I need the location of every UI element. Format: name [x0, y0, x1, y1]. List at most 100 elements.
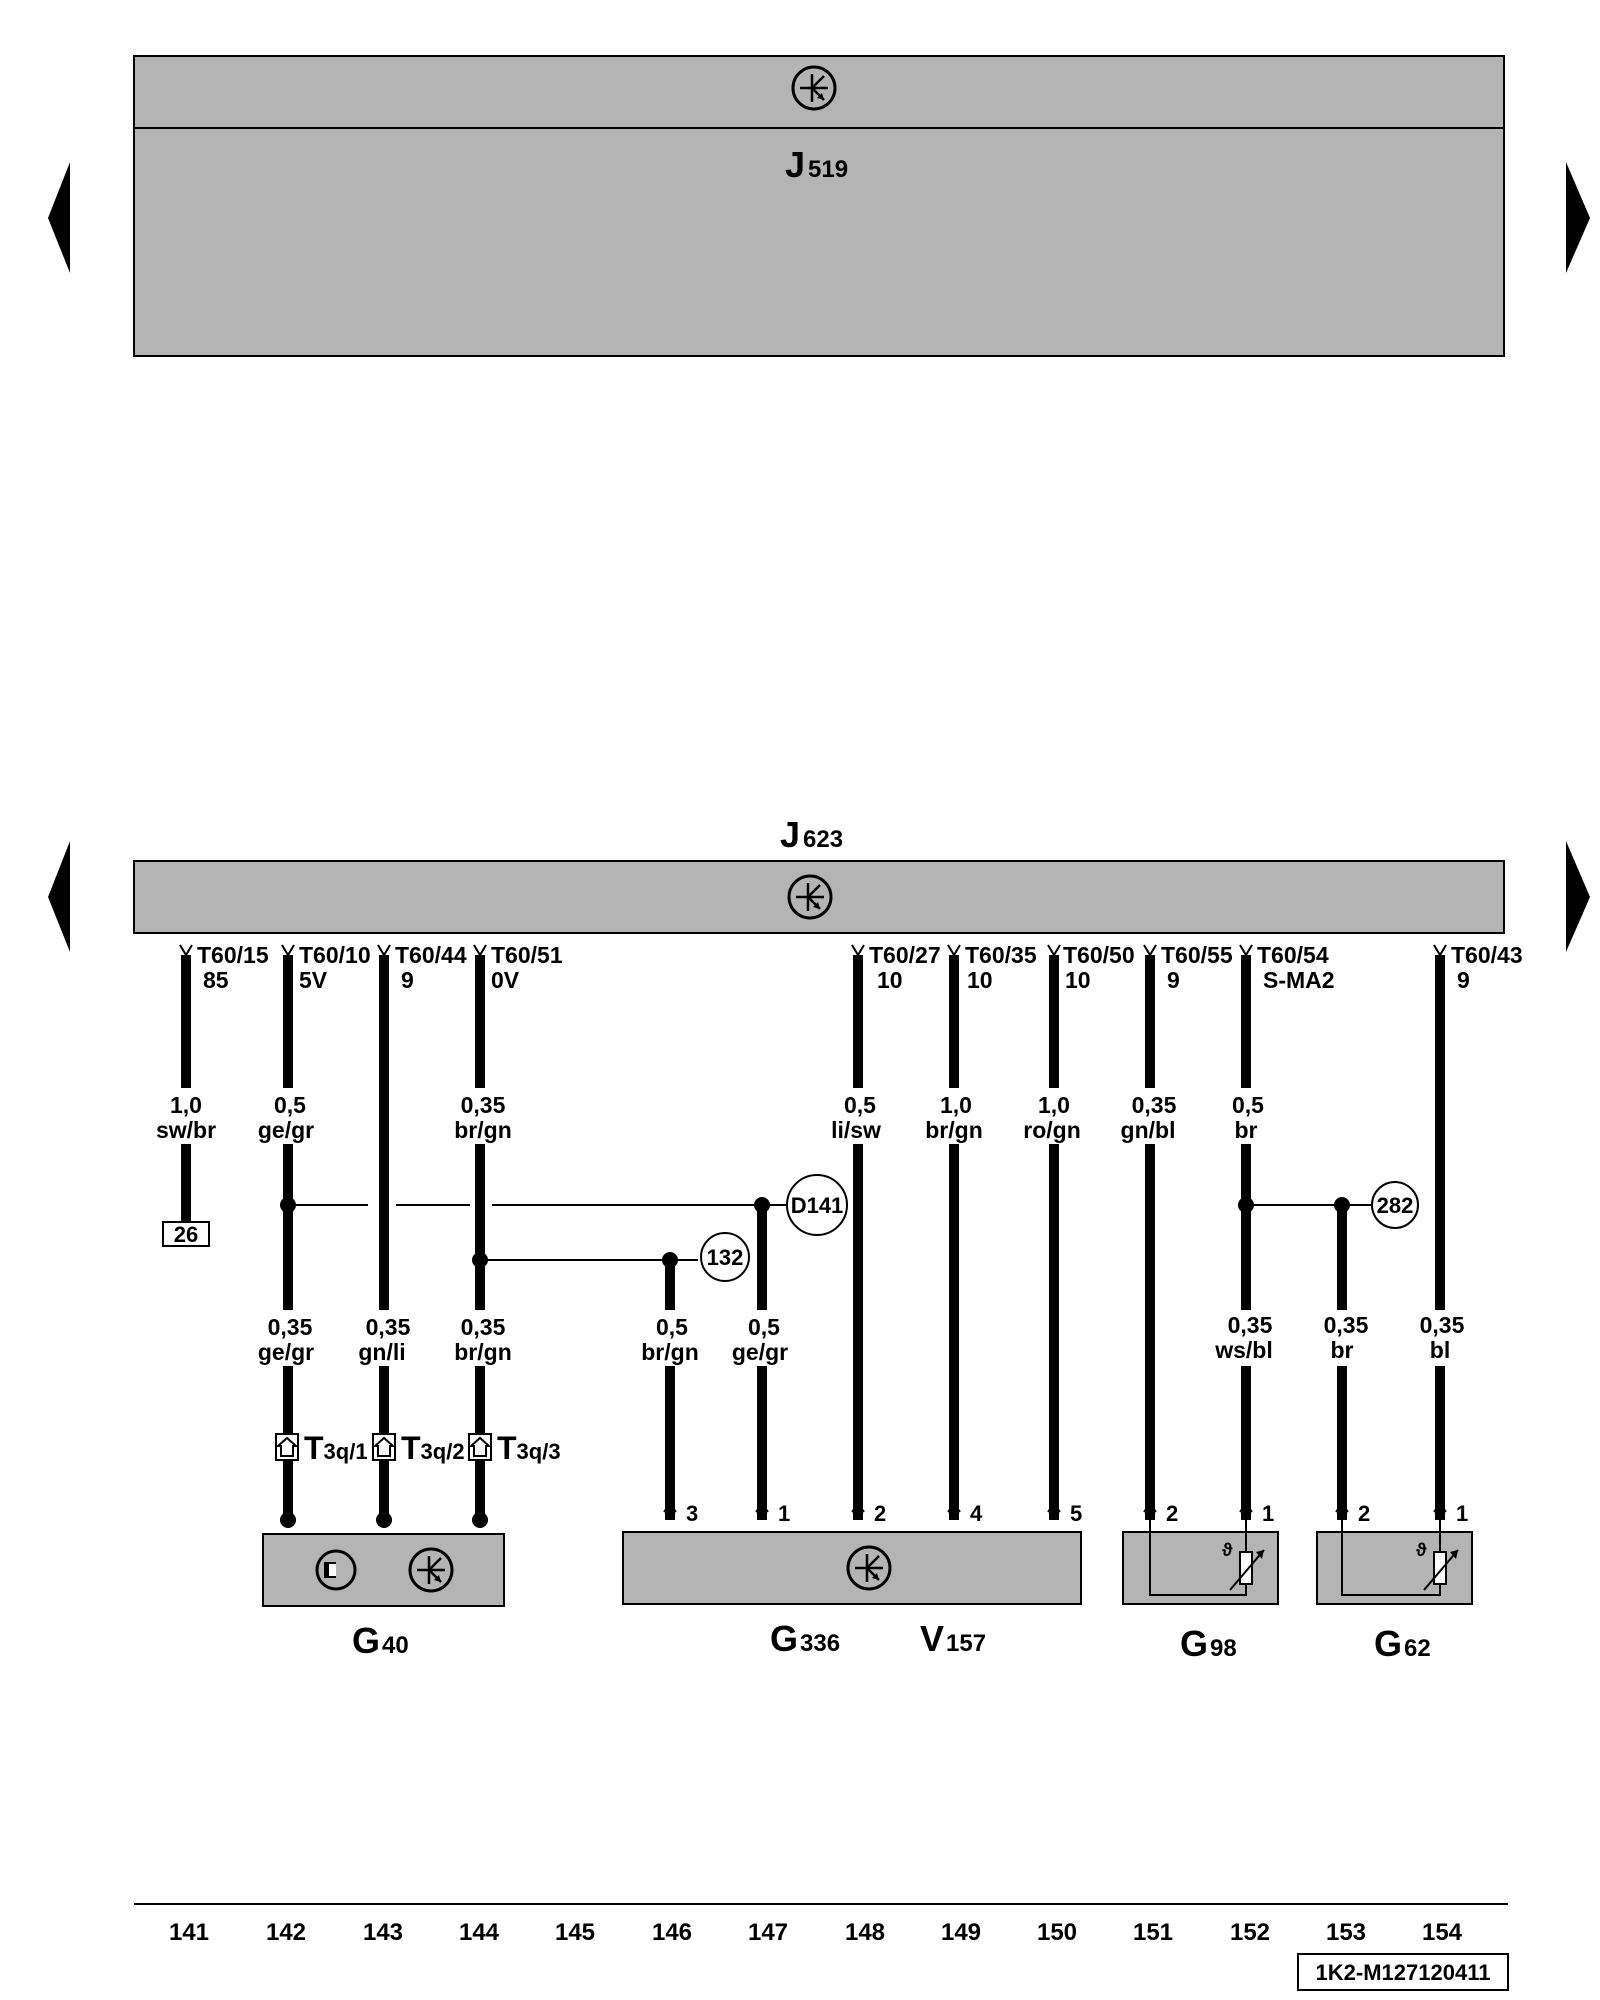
- wire-size: 0,35: [1228, 1312, 1273, 1338]
- junction-d141: D141: [786, 1174, 848, 1236]
- wire-color: br/gn: [454, 1117, 512, 1143]
- terminal-number: 4: [970, 1501, 983, 1526]
- pin-value: S-MA2: [1263, 967, 1335, 993]
- wire-size: 1,0: [170, 1092, 202, 1118]
- connector-icon: [468, 1433, 492, 1461]
- wire-size: 0,5: [1232, 1092, 1264, 1118]
- pin-value: 85: [203, 967, 229, 993]
- column-number: 148: [845, 1919, 885, 1946]
- wire-size: 0,35: [1420, 1312, 1465, 1338]
- column-number: 141: [169, 1919, 209, 1946]
- nav-right-arrow-bottom[interactable]: [1566, 841, 1590, 952]
- junction-dots: [280, 1197, 1350, 1268]
- component-g98-label: G98: [1180, 1623, 1237, 1664]
- column-number: 147: [748, 1919, 788, 1946]
- wire-size: 1,0: [1038, 1092, 1070, 1118]
- pin-value: 9: [1457, 967, 1470, 993]
- wire-color: br: [1331, 1337, 1354, 1363]
- diagram-id-box: 1K2-M127120411: [1297, 1953, 1509, 1991]
- component-g40: G40: [262, 1533, 505, 1661]
- wires: [181, 955, 1445, 1520]
- wire-size: 0,35: [1324, 1312, 1369, 1338]
- electronic-module-icon: [791, 65, 837, 111]
- pin-label: T60/15: [197, 942, 269, 968]
- terminal-number: 1: [1456, 1501, 1468, 1526]
- pin-label: T60/54: [1257, 942, 1329, 968]
- pin-value: 9: [401, 967, 414, 993]
- component-g62: ϑ G62: [1316, 1520, 1473, 1664]
- component-g336-label: G336: [770, 1618, 840, 1659]
- wire-size: 0,35: [461, 1314, 506, 1340]
- terminal-dots: [280, 1512, 488, 1528]
- column-number: 145: [555, 1919, 595, 1946]
- wire-color: li/sw: [831, 1117, 881, 1143]
- connector-icon: [372, 1433, 396, 1461]
- nav-right-arrow-top[interactable]: [1566, 162, 1590, 273]
- wire-color: ge/gr: [258, 1117, 314, 1143]
- pin-label: T60/50: [1063, 942, 1135, 968]
- column-number: 150: [1037, 1919, 1077, 1946]
- wire-color: ge/gr: [258, 1339, 314, 1365]
- connector-icon: [275, 1433, 299, 1461]
- wire-size: 0,5: [656, 1314, 688, 1340]
- pin-label: T60/55: [1161, 942, 1233, 968]
- terminal-markers: [663, 1502, 1447, 1513]
- pin-value: 10: [967, 967, 993, 993]
- wire-color: gn/bl: [1121, 1117, 1176, 1143]
- column-number: 149: [941, 1919, 981, 1946]
- component-g62-label: G62: [1374, 1623, 1431, 1664]
- nav-left-arrow-bottom[interactable]: [48, 841, 70, 952]
- terminal-number: 2: [1166, 1501, 1178, 1526]
- column-number: 144: [459, 1919, 500, 1946]
- junction-282: 282: [1371, 1181, 1419, 1229]
- wire-size: 0,35: [268, 1314, 313, 1340]
- wire-size: 0,35: [1132, 1092, 1177, 1118]
- terminal-number: 2: [874, 1501, 886, 1526]
- wire-color: ge/gr: [732, 1339, 788, 1365]
- column-number: 154: [1422, 1919, 1463, 1946]
- t3q-connectors: T3q/1 T3q/2 T3q/3: [275, 1430, 561, 1466]
- pin-labels: T60/15 85 T60/10 5V T60/44 9 T60/51 0V T…: [197, 942, 1523, 993]
- terminal-number: 1: [778, 1501, 790, 1526]
- pin-label: T60/43: [1451, 942, 1523, 968]
- column-number: 153: [1326, 1919, 1366, 1946]
- svg-text:ϑ: ϑ: [1222, 1540, 1233, 1560]
- wire-color: gn/li: [358, 1339, 405, 1365]
- wire-size: 0,5: [844, 1092, 876, 1118]
- thermistor-icon: ϑ: [1222, 1540, 1265, 1591]
- wire-color: ro/gn: [1023, 1117, 1081, 1143]
- terminal-number: 3: [686, 1501, 698, 1526]
- electronic-module-icon: [408, 1547, 454, 1593]
- pin-label: T60/10: [299, 942, 371, 968]
- column-number: 151: [1133, 1919, 1173, 1946]
- pin-value: 0V: [491, 967, 520, 993]
- pin-label: T60/27: [869, 942, 941, 968]
- wire-color: ws/bl: [1214, 1337, 1273, 1363]
- pin-label: T60/51: [491, 942, 563, 968]
- wire-size: 0,35: [461, 1092, 506, 1118]
- wire-size: 0,5: [274, 1092, 306, 1118]
- svg-text:ϑ: ϑ: [1416, 1540, 1427, 1560]
- terminal-number: 5: [1070, 1501, 1082, 1526]
- wire-size: 1,0: [940, 1092, 972, 1118]
- terminal-number: 1: [1262, 1501, 1274, 1526]
- wire-color: sw/br: [156, 1117, 216, 1143]
- splice-lines: [288, 1204, 1372, 1261]
- diagram-id: 1K2-M127120411: [1316, 1960, 1491, 1985]
- electronic-module-icon: [846, 1545, 892, 1591]
- svg-text:282: 282: [1377, 1193, 1414, 1218]
- component-g98: ϑ G98: [1122, 1520, 1279, 1664]
- terminal-number: 2: [1358, 1501, 1370, 1526]
- connector-label: T3q/2: [401, 1430, 465, 1466]
- wire-size: 0,5: [748, 1314, 780, 1340]
- wire-color: br/gn: [641, 1339, 699, 1365]
- nav-left-arrow-top[interactable]: [48, 162, 70, 273]
- hall-sensor-icon: [315, 1549, 357, 1591]
- pin-value: 10: [877, 967, 903, 993]
- column-number: 146: [652, 1919, 692, 1946]
- pin-value: 9: [1167, 967, 1180, 993]
